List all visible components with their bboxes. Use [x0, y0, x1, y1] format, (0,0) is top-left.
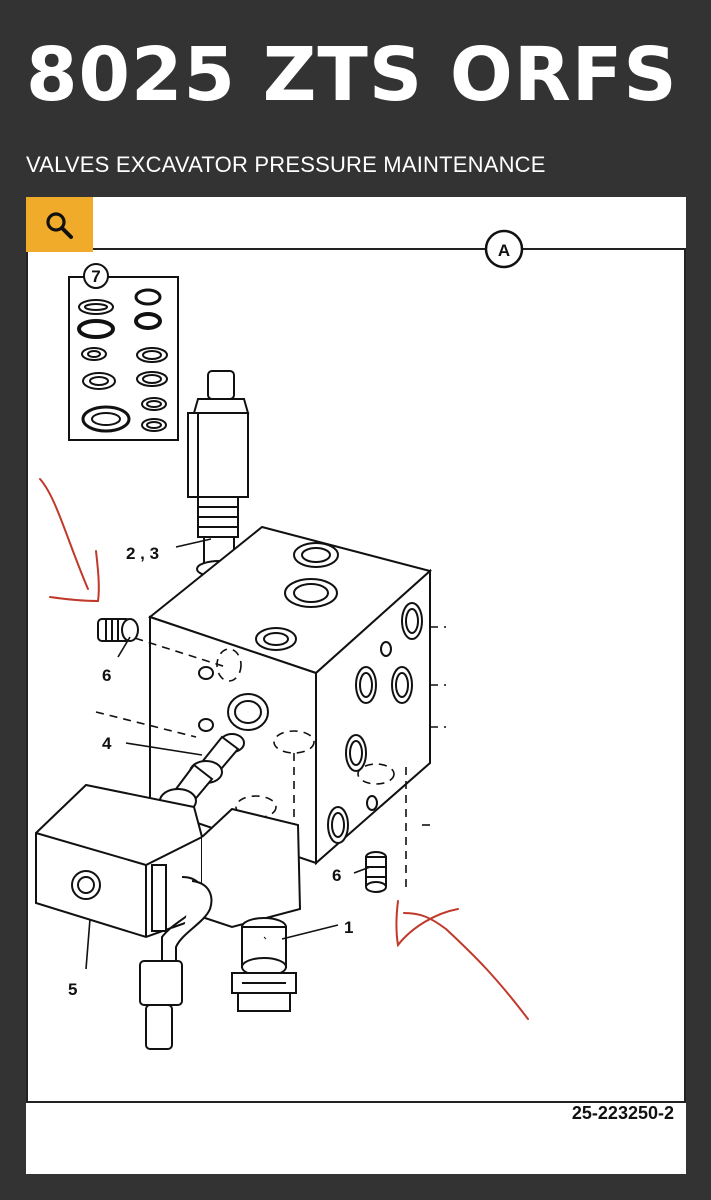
document-number: 25-223250-2 — [571, 1103, 674, 1123]
callout-solenoid: 5 — [68, 980, 77, 999]
view-marker-label: A — [498, 241, 510, 260]
plug-right — [365, 851, 387, 893]
annotation-arrows — [39, 478, 529, 1020]
view-marker: A — [484, 229, 524, 269]
callout-plug-left: 6 — [102, 666, 111, 685]
page-title: 8025 ZTS ORFS — [26, 32, 678, 118]
page-subtitle: VALVES EXCAVATOR PRESSURE MAINTENANCE — [26, 152, 546, 177]
callout-relief-valve: 2 , 3 — [126, 544, 159, 563]
leader-lines — [85, 538, 371, 970]
parts-diagram: A 7 — [26, 229, 686, 1103]
search-icon — [46, 212, 73, 239]
solenoid-coil — [35, 783, 302, 1050]
seal-kit-box — [68, 263, 179, 441]
callout-check-valve: 1 — [344, 918, 353, 937]
search-button[interactable] — [26, 197, 93, 252]
check-valve — [231, 917, 297, 1012]
callout-cartridge: 4 — [102, 734, 112, 753]
callout-plug-right: 6 — [332, 866, 341, 885]
seal-kit-number: 7 — [91, 267, 100, 286]
plug-left — [97, 618, 139, 642]
